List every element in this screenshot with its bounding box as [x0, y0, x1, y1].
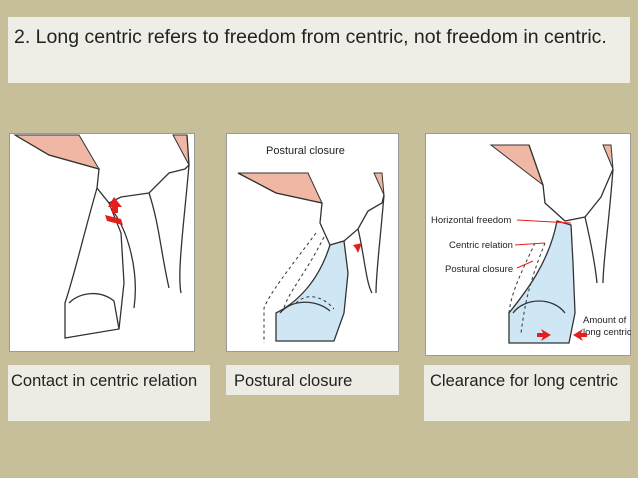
tooth-diagram-2: Postural closure: [226, 133, 399, 352]
slide-title: 2. Long centric refers to freedom from c…: [14, 26, 607, 48]
caption-text: Clearance for long centric: [430, 372, 619, 390]
tooth-diagram-1: [9, 133, 195, 352]
lower-tooth: [275, 240, 349, 342]
figure-contact-centric-relation: [9, 133, 195, 352]
slide-title-box: 2. Long centric refers to freedom from c…: [8, 17, 630, 83]
upper-tooth-outline: [528, 144, 614, 222]
red-arrow-icon: [108, 197, 122, 213]
red-arrow-icon: [346, 243, 362, 253]
caption-postural-closure: Postural closure: [226, 365, 399, 395]
figure-clearance-long-centric: Horizontal freedom Centric relation Post…: [425, 133, 631, 356]
upper-gum-left: [13, 134, 101, 170]
label-horizontal-freedom: Horizontal freedom: [431, 215, 511, 226]
tooth-diagram-3: Horizontal freedom Centric relation Post…: [425, 133, 631, 356]
caption-contact-centric: Contact in centric relation: [8, 365, 210, 421]
upper-gum: [489, 144, 545, 187]
red-arrow-icon: [537, 329, 551, 341]
label-amount-line1: Amount of: [583, 315, 627, 326]
label-centric-relation: Centric relation: [449, 240, 513, 251]
label-amount-line2: long centric: [583, 327, 631, 338]
caption-text: Contact in centric relation: [11, 372, 198, 390]
panel-header: Postural closure: [266, 145, 345, 157]
label-postural-closure: Postural closure: [445, 264, 513, 275]
caption-text: Postural closure: [234, 372, 353, 390]
upper-gum-right: [172, 134, 190, 166]
contact-mark: [105, 215, 123, 225]
caption-clearance-long-centric: Clearance for long centric: [424, 365, 630, 421]
lower-tooth: [508, 220, 576, 344]
figure-postural-closure: Postural closure: [226, 133, 399, 352]
upper-gum: [237, 172, 323, 204]
upper-tooth-outline: [14, 134, 190, 204]
red-arrow-icon: [573, 329, 587, 341]
